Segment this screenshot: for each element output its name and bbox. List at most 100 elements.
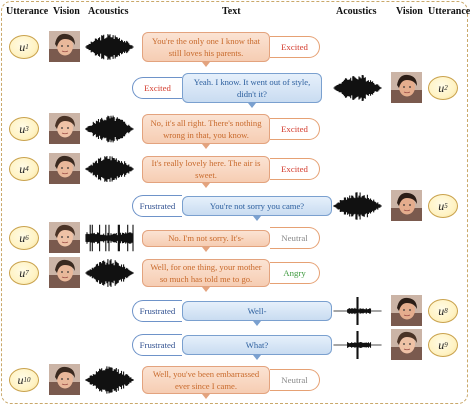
utterance-index: 10 [23, 376, 31, 384]
utterance-text-bubble: You're the only one I know that still lo… [142, 32, 270, 62]
utterance-letter: u [19, 265, 26, 280]
acoustic-waveform [84, 153, 136, 185]
emotion-label: Frustrated [132, 195, 182, 217]
utterance-index: 3 [25, 125, 29, 133]
utterance-index: 8 [444, 307, 448, 315]
acoustic-waveform [84, 113, 136, 145]
utterance-letter: u [438, 337, 445, 352]
utterance-letter: u [19, 161, 26, 176]
emotion-text: Frustrated [139, 340, 176, 350]
utterance-text: Well- [247, 306, 267, 316]
emotion-label: Excited [270, 118, 320, 140]
speaker-face-image [49, 257, 80, 288]
speaker-face-image [49, 153, 80, 184]
bubble-tail [202, 144, 210, 149]
utterance-index: 4 [25, 165, 29, 173]
acoustic-waveform [84, 364, 136, 396]
header-text: Text [222, 6, 241, 17]
speaker-face-image [391, 190, 422, 221]
utterance-text-bubble: Yeah. I know. It went out of style, didn… [182, 73, 322, 103]
utterance-text-bubble: No. I'm not sorry. It's- [142, 229, 270, 247]
utterance-text: Well, for one thing, your mother so much… [150, 262, 262, 284]
utterance-letter: u [438, 198, 445, 213]
acoustic-waveform [84, 257, 136, 289]
utterance-text: No, it's all right. There's nothing wron… [150, 118, 262, 140]
acoustic-waveform [84, 31, 136, 63]
utterance-text: It's really lovely here. The air is swee… [151, 158, 261, 180]
utterance-letter: u [19, 230, 26, 245]
emotion-text: Excited [281, 124, 308, 134]
utterance-index: 1 [25, 43, 29, 51]
bubble-tail [202, 62, 210, 67]
speaker-face-image [391, 72, 422, 103]
emotion-text: Neutral [281, 375, 308, 385]
bubble-tail [253, 355, 261, 360]
emotion-text: Frustrated [139, 201, 176, 211]
utterance-index: 7 [25, 269, 29, 277]
utterance-text-bubble: You're not sorry you came? [182, 196, 332, 216]
utterance-text-bubble: Well- [182, 301, 332, 321]
emotion-label: Neutral [270, 227, 320, 249]
utterance-text: You're the only one I know that still lo… [151, 36, 261, 58]
bubble-tail [202, 182, 210, 188]
emotion-text: Frustrated [139, 306, 176, 316]
bubble-tail [248, 103, 256, 108]
bubble-tail [202, 246, 210, 252]
utterance-index: 2 [444, 84, 448, 92]
emotion-text: Neutral [281, 233, 308, 243]
emotion-label: Frustrated [132, 300, 182, 322]
utterance-index: 6 [25, 234, 29, 242]
emotion-text: Excited [281, 42, 308, 52]
emotion-label: Angry [270, 262, 320, 284]
acoustic-waveform [84, 222, 136, 254]
emotion-label: Excited [270, 36, 320, 58]
utterance-text: You're not sorry you came? [209, 201, 305, 211]
emotion-text: Excited [281, 164, 308, 174]
utterance-text: What? [245, 340, 269, 350]
emotion-label: Excited [132, 77, 182, 99]
utterance-text: Yeah. I know. It went out of style, didn… [193, 77, 311, 99]
emotion-text: Excited [144, 83, 171, 93]
speaker-face-image [49, 113, 80, 144]
bubble-tail [202, 394, 210, 399]
utterance-index: 9 [444, 341, 448, 349]
acoustic-waveform [332, 72, 384, 104]
bubble-tail [202, 287, 210, 292]
utterance-letter: u [438, 80, 445, 95]
emotion-label: Excited [270, 158, 320, 180]
emotion-text: Angry [283, 268, 306, 278]
speaker-face-image [391, 295, 422, 326]
utterance-letter: u [19, 121, 26, 136]
bubble-tail [253, 216, 261, 221]
header-utterance-right: Utterance [428, 6, 471, 17]
acoustic-waveform [332, 295, 384, 327]
utterance-text-bubble: It's really lovely here. The air is swee… [142, 155, 270, 183]
utterance-letter: u [438, 303, 445, 318]
utterance-text: Well, you've been embarrassed ever since… [152, 369, 260, 391]
header-acoustics-left: Acoustics [88, 6, 129, 17]
header-acoustics-right: Acoustics [336, 6, 377, 17]
utterance-text-bubble: What? [182, 335, 332, 355]
speaker-face-image [49, 364, 80, 395]
utterance-letter: u [19, 39, 26, 54]
utterance-text-bubble: Well, for one thing, your mother so much… [142, 259, 270, 287]
acoustic-waveform [332, 329, 384, 361]
header-utterance-left: Utterance [6, 6, 49, 17]
speaker-face-image [49, 31, 80, 62]
bubble-tail [253, 321, 261, 326]
utterance-letter: u [17, 372, 24, 387]
header-vision-right: Vision [396, 6, 423, 17]
emotion-label: Neutral [270, 369, 320, 391]
speaker-face-image [49, 222, 80, 253]
